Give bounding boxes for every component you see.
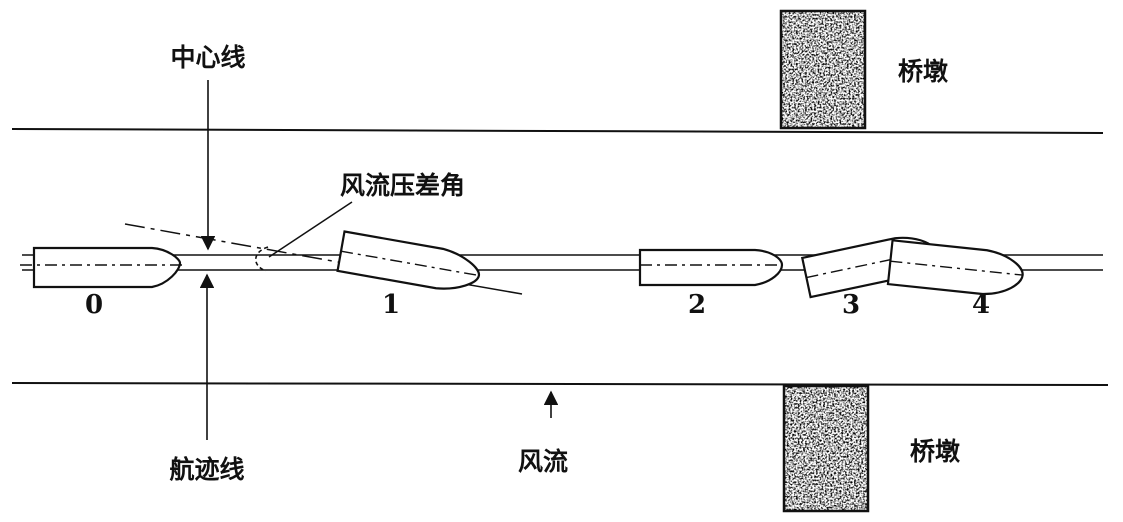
- track-line-label: 航迹线: [169, 455, 244, 484]
- bridge-pier-bottom: [782, 384, 870, 513]
- pier-bottom-label: 桥墩: [910, 437, 961, 466]
- ship-number-4: 4: [972, 290, 990, 320]
- centerline-label: 中心线: [170, 43, 245, 72]
- drift-angle-label: 风流压差角: [340, 171, 465, 200]
- ship-position-2: [638, 248, 784, 287]
- pier-top-label: 桥墩: [898, 57, 949, 86]
- ship-number-3: 3: [842, 290, 860, 320]
- ship-position-0: [20, 246, 185, 289]
- ship-number-2: 2: [688, 290, 706, 320]
- drift-angle-leader: [268, 201, 353, 258]
- heading-line-dashed: [124, 223, 339, 263]
- ship-number-0: 0: [85, 290, 103, 320]
- ship-position-1: [336, 230, 481, 290]
- current-label: 风流: [518, 447, 568, 476]
- channel-edge-top: [11, 128, 1104, 134]
- channel-edge-bottom: [11, 382, 1109, 386]
- drift-angle-arc: [254, 246, 269, 272]
- bridge-pier-top: [779, 9, 867, 130]
- ship-number-1: 1: [382, 290, 400, 320]
- ship-position-4: [886, 239, 1024, 296]
